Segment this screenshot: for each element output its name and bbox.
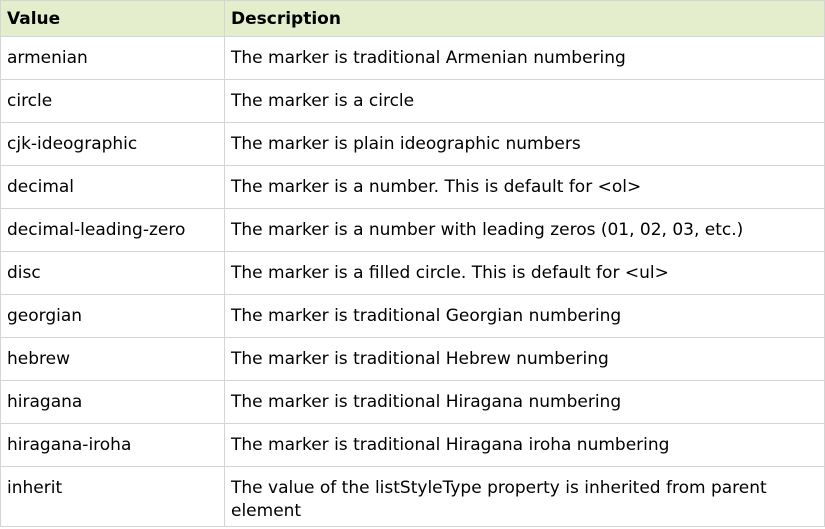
description-cell: The marker is traditional Hiragana numbe… — [224, 380, 825, 424]
table-row: armenian The marker is traditional Armen… — [0, 36, 825, 80]
value-cell: cjk-ideographic — [0, 122, 225, 166]
description-cell: The marker is plain ideographic numbers — [224, 122, 825, 166]
description-cell: The value of the listStyleType property … — [224, 466, 825, 527]
value-cell: decimal-leading-zero — [0, 208, 225, 252]
table-row: decimal-leading-zero The marker is a num… — [0, 208, 825, 252]
description-cell: The marker is traditional Georgian numbe… — [224, 294, 825, 338]
table-row: decimal The marker is a number. This is … — [0, 165, 825, 209]
value-cell: inherit — [0, 466, 225, 527]
value-cell: hiragana-iroha — [0, 423, 225, 467]
table-row: circle The marker is a circle — [0, 79, 825, 123]
description-cell: The marker is traditional Hiragana iroha… — [224, 423, 825, 467]
column-header-value: Value — [0, 0, 225, 37]
table-row: disc The marker is a filled circle. This… — [0, 251, 825, 295]
value-cell: georgian — [0, 294, 225, 338]
value-cell: disc — [0, 251, 225, 295]
description-cell: The marker is a filled circle. This is d… — [224, 251, 825, 295]
table-row: hebrew The marker is traditional Hebrew … — [0, 337, 825, 381]
value-cell: armenian — [0, 36, 225, 80]
table-row: hiragana-iroha The marker is traditional… — [0, 423, 825, 467]
description-cell: The marker is a number. This is default … — [224, 165, 825, 209]
description-cell: The marker is a number with leading zero… — [224, 208, 825, 252]
table-row: inherit The value of the listStyleType p… — [0, 466, 825, 527]
value-cell: hebrew — [0, 337, 225, 381]
table-row: georgian The marker is traditional Georg… — [0, 294, 825, 338]
value-cell: decimal — [0, 165, 225, 209]
description-cell: The marker is a circle — [224, 79, 825, 123]
table-header-row: Value Description — [0, 0, 825, 37]
value-cell: hiragana — [0, 380, 225, 424]
table-row: cjk-ideographic The marker is plain ideo… — [0, 122, 825, 166]
column-header-description: Description — [224, 0, 825, 37]
table-row: hiragana The marker is traditional Hirag… — [0, 380, 825, 424]
description-cell: The marker is traditional Armenian numbe… — [224, 36, 825, 80]
description-cell: The marker is traditional Hebrew numberi… — [224, 337, 825, 381]
value-cell: circle — [0, 79, 225, 123]
